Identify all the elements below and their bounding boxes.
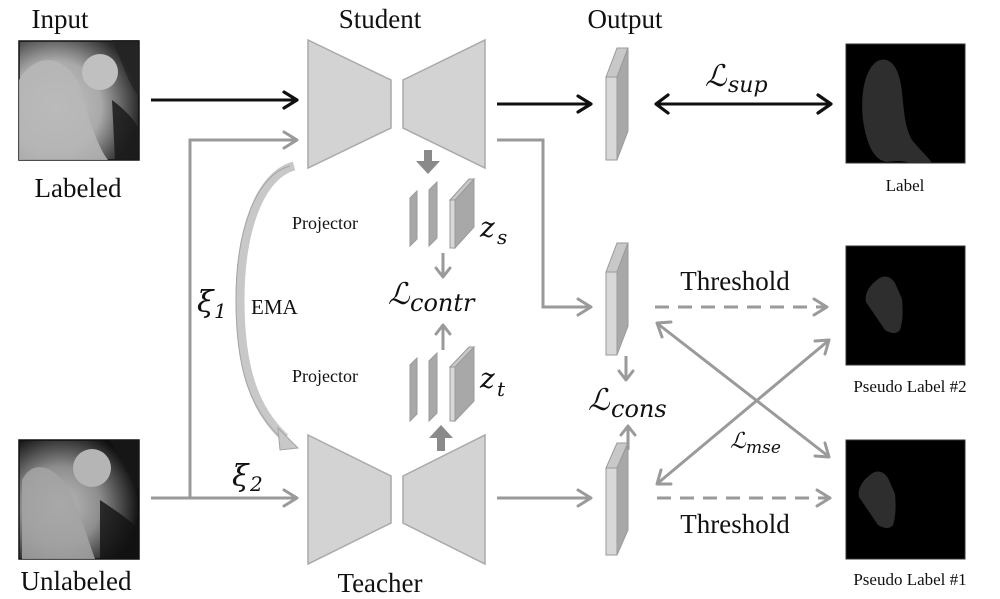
student-output-map [605, 47, 629, 161]
mse-cross-arrow-a [655, 320, 831, 459]
input-heading: Input [32, 4, 89, 34]
svg-text:ℒ: ℒ [730, 429, 747, 454]
teacher-output-to-cons-arrow [619, 424, 637, 450]
svg-text:ℒ: ℒ [705, 59, 728, 94]
contr-loss-label: ℒ contr [388, 277, 476, 317]
cons-loss-label: ℒ cons [588, 383, 667, 423]
student-output-to-cons-arrow [617, 356, 635, 382]
zs-label: z s [479, 211, 507, 249]
ema-arrow [235, 161, 300, 451]
teacher-encoder [307, 433, 392, 566]
svg-text:mse: mse [746, 438, 781, 458]
student-encoder [307, 38, 392, 170]
svg-text:ξ: ξ [197, 285, 215, 320]
zt-label: z t [479, 362, 506, 401]
student-projector-blocks [409, 177, 476, 250]
svg-text:z: z [479, 211, 495, 244]
mse-cross-arrow-b [655, 338, 831, 486]
student-to-output-arrow [497, 94, 593, 114]
threshold-bottom-label: Threshold [680, 509, 790, 539]
unlabeled-to-student-arrow [151, 130, 299, 500]
xi2-label: ξ 2 [232, 459, 263, 496]
svg-text:z: z [479, 362, 495, 395]
svg-text:contr: contr [410, 289, 476, 317]
labeled-input-image [18, 40, 140, 161]
labeled-caption: Labeled [35, 173, 122, 203]
svg-text:2: 2 [249, 472, 263, 496]
svg-text:s: s [497, 225, 507, 249]
label-caption: Label [886, 176, 925, 195]
svg-text:t: t [497, 377, 506, 401]
svg-text:cons: cons [611, 395, 667, 423]
labeled-to-student-arrow [151, 90, 299, 110]
teacher-to-output-arrow [497, 488, 593, 508]
unlabeled-input-image [18, 439, 140, 560]
teacher-projector-label: Projector [292, 366, 358, 386]
xi1-label: ξ 1 [197, 285, 227, 323]
student-unlabeled-output-map [605, 242, 629, 356]
student-projector-label: Projector [292, 213, 358, 233]
ema-label: EMA [251, 295, 299, 319]
sup-loss-label: ℒ sup [705, 59, 768, 98]
student-decoder [402, 38, 486, 170]
zt-to-contr-arrow [434, 323, 452, 350]
sup-loss-arrow [654, 93, 833, 115]
teacher-threshold-arrow [657, 488, 832, 508]
zs-to-contr-arrow [434, 253, 452, 279]
pseudo-label-2-mask [845, 245, 966, 366]
output-heading: Output [587, 4, 663, 34]
student-to-unlabeled-output-arrow [497, 138, 593, 317]
svg-text:sup: sup [728, 73, 768, 98]
pseudo-label-1-mask [845, 439, 966, 560]
svg-text:ξ: ξ [232, 459, 250, 494]
svg-text:ℒ: ℒ [388, 277, 411, 312]
ground-truth-label-mask [845, 43, 966, 164]
teacher-output-map [605, 442, 629, 556]
teacher-projector-blocks [409, 345, 476, 423]
threshold-top-label: Threshold [680, 266, 790, 296]
pseudo-label-2-caption: Pseudo Label #2 [853, 377, 966, 396]
pseudo-label-1-caption: Pseudo Label #1 [853, 570, 966, 589]
svg-text:1: 1 [214, 299, 227, 323]
svg-text:ℒ: ℒ [588, 383, 611, 418]
student-projector-down-arrow [416, 150, 440, 174]
student-threshold-arrow [655, 297, 829, 317]
mse-loss-label: ℒ mse [730, 429, 781, 458]
teacher-heading: Teacher [337, 568, 422, 598]
unlabeled-to-teacher-arrow [190, 488, 299, 508]
student-heading: Student [339, 4, 422, 34]
teacher-decoder [402, 433, 486, 566]
unlabeled-caption: Unlabeled [21, 566, 132, 596]
teacher-projector-up-arrow [429, 425, 453, 451]
